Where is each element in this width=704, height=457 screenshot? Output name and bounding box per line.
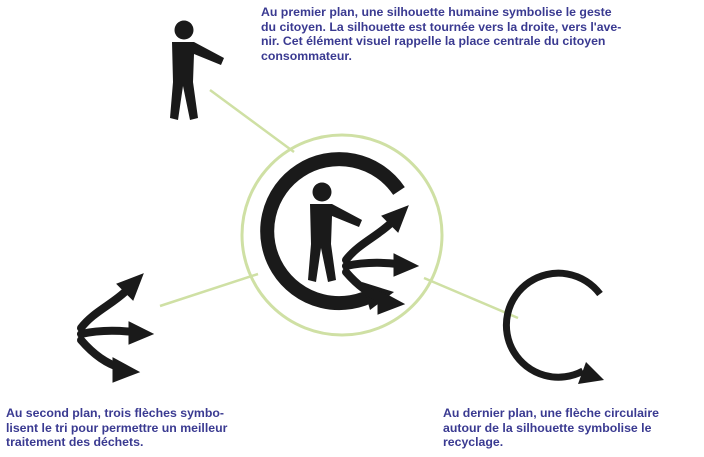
connector-right — [423, 276, 519, 320]
caption-line: recyclage. — [443, 435, 504, 449]
caption-line: Au dernier plan, une flèche circulaire — [443, 406, 659, 420]
caption-line: du citoyen. La silhouette est tournée ve… — [261, 19, 622, 34]
silhouette-icon — [170, 20, 224, 120]
caption-silhouette: Au premier plan, une silhouette humaine … — [261, 5, 691, 63]
caption-line: consommateur. — [261, 48, 352, 63]
caption-circular-arrow: Au dernier plan, une flèche circulaire a… — [443, 406, 703, 450]
caption-line: traitement des déchets. — [6, 435, 144, 449]
sorting-arrows-icon — [81, 274, 153, 382]
caption-line: nir. Cet élément visuel rappelle la plac… — [261, 34, 606, 48]
connector-lines — [159, 88, 519, 320]
caption-line: lisent le tri pour permettre un meilleur — [6, 420, 228, 435]
caption-line: Au premier plan, une silhouette humaine … — [261, 5, 612, 19]
triman-logo-icon — [260, 152, 418, 314]
caption-sorting-arrows: Au second plan, trois flèches symbo- lis… — [6, 406, 296, 450]
connector-top — [209, 88, 295, 154]
connector-left — [159, 272, 259, 308]
central-circle — [240, 133, 444, 337]
circular-arrow-icon — [502, 269, 604, 384]
caption-line: Au second plan, trois flèches symbo- — [6, 406, 224, 420]
caption-line: autour de la silhouette symbolise le — [443, 420, 652, 435]
